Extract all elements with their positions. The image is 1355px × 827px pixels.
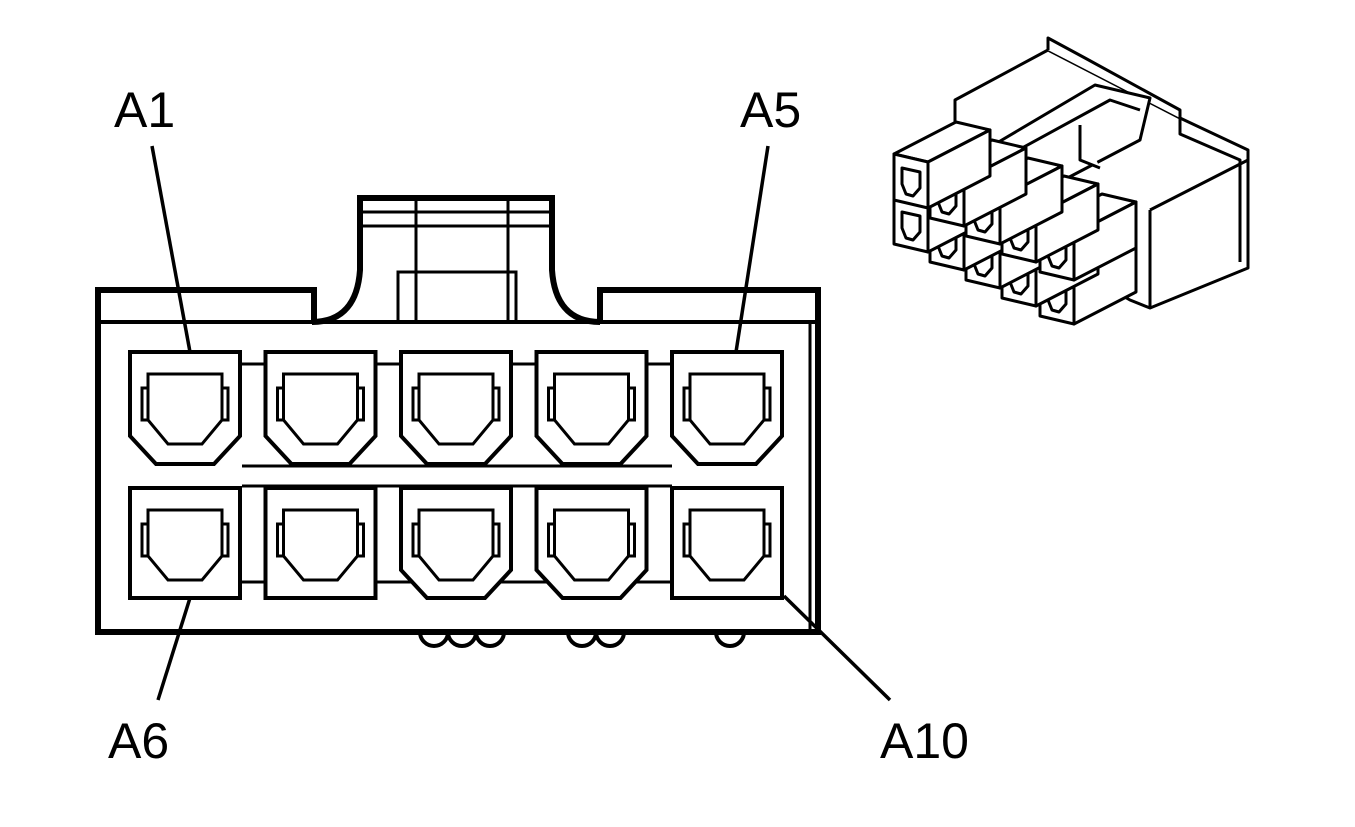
latch-tab	[95, 287, 821, 635]
latch-body	[311, 195, 601, 325]
connector-front-view	[95, 195, 821, 648]
latch-inner-window	[396, 270, 518, 322]
pin-cavity	[670, 486, 784, 600]
leader-a6	[156, 597, 192, 701]
pin-cavity	[263, 350, 378, 466]
pin-cavity	[128, 350, 242, 466]
isometric-pin-cavities	[892, 120, 1138, 326]
label-a1: A1	[114, 82, 175, 138]
pin-cavity	[534, 350, 649, 466]
pin-cavity	[399, 350, 513, 466]
pin-cavities	[128, 350, 784, 600]
label-a5: A5	[740, 82, 801, 138]
connector-isometric-view	[892, 36, 1250, 326]
leader-a1	[150, 145, 192, 353]
pin-cavity	[128, 486, 242, 600]
leader-lines	[150, 145, 892, 702]
pin-cavity	[670, 350, 784, 466]
leader-a10	[782, 594, 892, 702]
label-a10: A10	[880, 713, 969, 769]
label-a6: A6	[108, 713, 169, 769]
isometric-cavity	[892, 120, 992, 210]
bottom-bumps	[418, 631, 746, 648]
pin-cavity	[399, 486, 513, 600]
leader-a5	[734, 145, 770, 353]
pin-cavity	[263, 486, 378, 600]
pin-cavity	[534, 486, 649, 600]
